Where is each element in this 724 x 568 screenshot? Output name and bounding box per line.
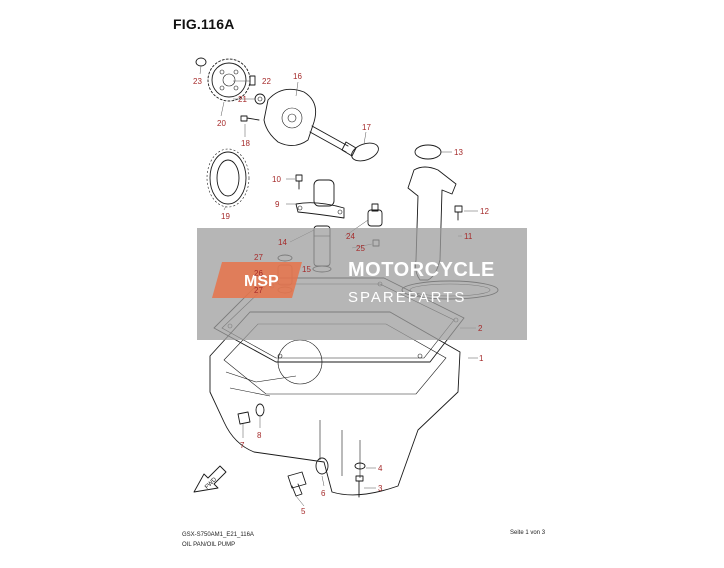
- label-16[interactable]: 16: [293, 72, 302, 81]
- watermark-line1: MOTORCYCLE: [348, 259, 495, 281]
- watermark: MSP MOTORCYCLE SPAREPARTS: [197, 228, 527, 340]
- label-27-lower[interactable]: 27: [254, 286, 263, 295]
- label-20[interactable]: 20: [217, 119, 226, 128]
- figure-title: FIG.116A: [173, 16, 235, 32]
- label-22[interactable]: 22: [262, 77, 271, 86]
- bolt-3[interactable]: [355, 475, 364, 498]
- washer-21[interactable]: [254, 93, 266, 105]
- washer-8[interactable]: [255, 403, 265, 417]
- label-27-upper[interactable]: 27: [254, 253, 263, 262]
- label-24[interactable]: 24: [346, 232, 355, 241]
- o-ring-13[interactable]: [414, 144, 442, 160]
- label-4[interactable]: 4: [378, 464, 383, 473]
- forward-direction-arrow: FWD: [193, 465, 227, 493]
- diagram-caption: OIL PAN/OIL PUMP: [182, 542, 236, 548]
- label-3[interactable]: 3: [378, 484, 383, 493]
- page-indicator: Seite 1 von 3: [510, 530, 546, 536]
- bolt-18[interactable]: [240, 115, 260, 122]
- drain-plug[interactable]: [287, 471, 307, 497]
- oil-relief-valve-body[interactable]: [295, 179, 345, 219]
- pin-22[interactable]: [249, 75, 256, 86]
- bolt-10[interactable]: [295, 174, 303, 190]
- label-18[interactable]: 18: [241, 139, 250, 148]
- label-7[interactable]: 7: [240, 441, 245, 450]
- label-11[interactable]: 11: [464, 232, 473, 241]
- label-26[interactable]: 26: [254, 269, 263, 278]
- bolt-12[interactable]: [454, 205, 463, 221]
- diagram-code: GSX-S750AM1_E21_116A: [182, 532, 254, 538]
- label-5[interactable]: 5: [301, 507, 306, 516]
- label-9[interactable]: 9: [275, 200, 280, 209]
- label-15[interactable]: 15: [302, 265, 311, 274]
- plug-7[interactable]: [237, 411, 251, 425]
- oil-pump-sprocket[interactable]: [207, 58, 251, 102]
- oil-pump-drive-gear[interactable]: [206, 148, 250, 208]
- label-1[interactable]: 1: [479, 354, 484, 363]
- oil-pressure-switch[interactable]: [367, 203, 383, 227]
- gasket-6[interactable]: [315, 457, 329, 475]
- label-17[interactable]: 17: [362, 123, 371, 132]
- label-10[interactable]: 10: [272, 175, 281, 184]
- watermark-line2: SPAREPARTS: [348, 289, 466, 306]
- label-6[interactable]: 6: [321, 489, 326, 498]
- label-21[interactable]: 21: [238, 95, 247, 104]
- svg-text:MSP: MSP: [244, 273, 279, 290]
- o-ring-17[interactable]: [349, 140, 381, 165]
- part-labels: 1 2 3 4 5 6 7 8 9 10 11 12 13 14 15 16 1…: [193, 72, 489, 516]
- label-13[interactable]: 13: [454, 148, 463, 157]
- label-25[interactable]: 25: [356, 244, 365, 253]
- label-23[interactable]: 23: [193, 77, 202, 86]
- oil-pump[interactable]: [263, 88, 357, 157]
- label-19[interactable]: 19: [221, 212, 230, 221]
- circlip-23[interactable]: [195, 57, 207, 67]
- label-2[interactable]: 2: [478, 324, 483, 333]
- washer-4[interactable]: [354, 462, 366, 470]
- label-8[interactable]: 8: [257, 431, 262, 440]
- label-14[interactable]: 14: [278, 238, 287, 247]
- label-12[interactable]: 12: [480, 207, 489, 216]
